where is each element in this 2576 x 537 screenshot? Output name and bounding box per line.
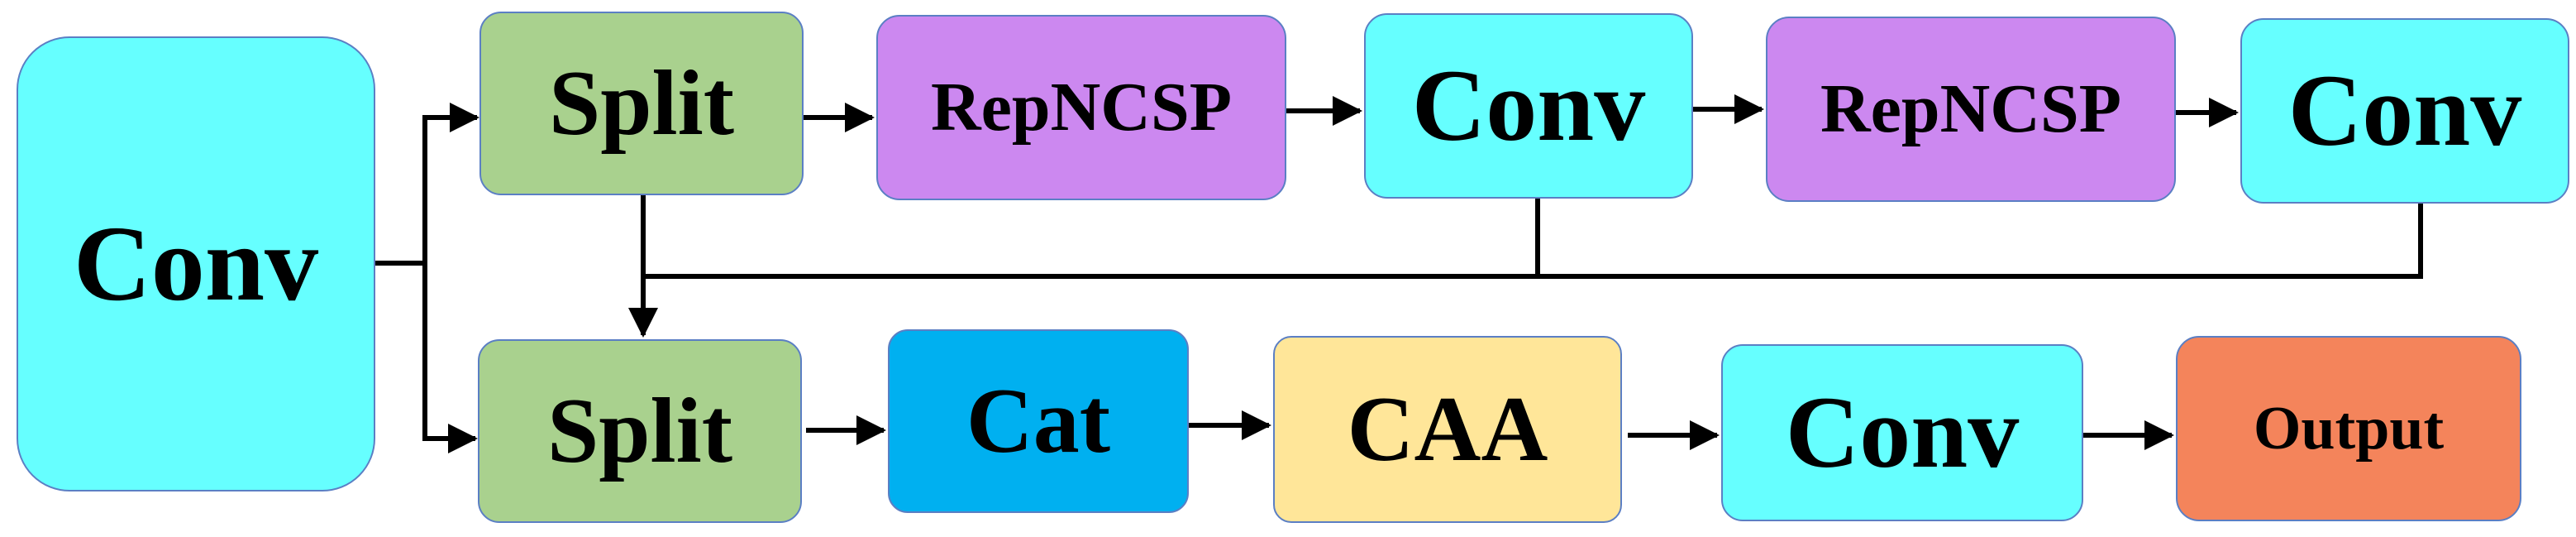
conv-top-2-node: Conv (2240, 18, 2569, 204)
repncsp-2-node: RepNCSP (1766, 17, 2176, 202)
output-node: Output (2176, 336, 2521, 521)
conv-main-node: Conv (17, 36, 375, 491)
cat-node: Cat (888, 329, 1189, 513)
conv-bottom-node: Conv (1721, 344, 2083, 521)
repncsp-1-node: RepNCSP (876, 15, 1286, 200)
conv-top-1-node: Conv (1364, 13, 1693, 199)
split-bottom-node: Split (478, 339, 802, 523)
caa-node: CAA (1273, 336, 1622, 523)
split-top-node: Split (479, 12, 804, 195)
